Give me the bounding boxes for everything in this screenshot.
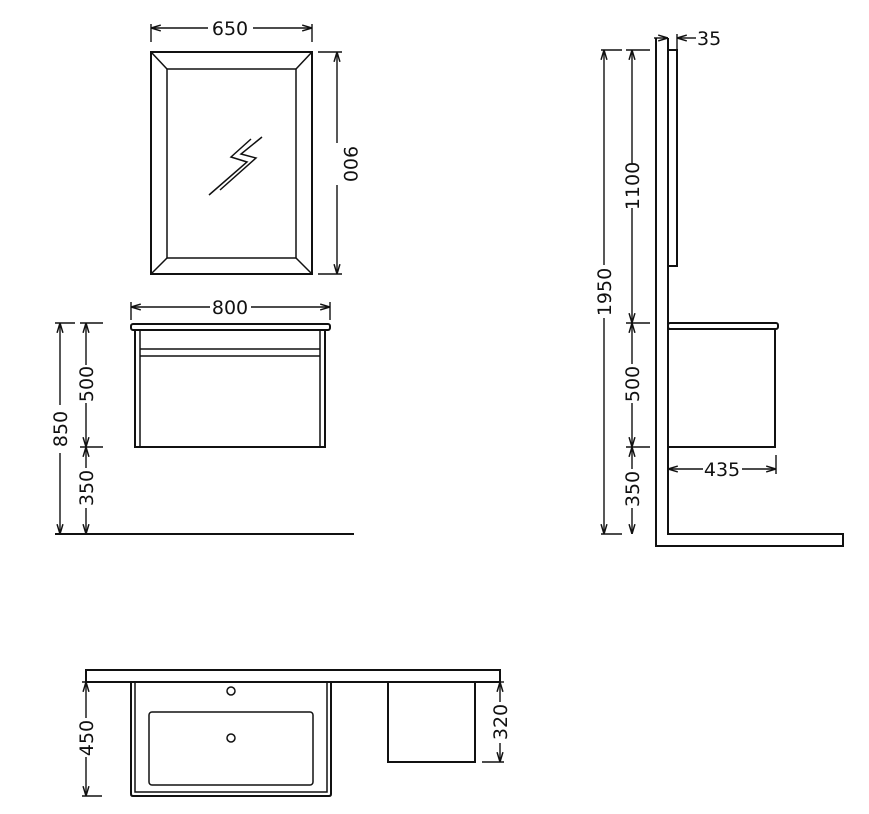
dimension-cabinet-height-500: 500 — [76, 322, 103, 448]
dimension-total-height-850: 850 — [50, 322, 75, 534]
side-elevation-view: 35 1950 1100 500 350 — [594, 28, 844, 547]
mirror-mount-height-label: 1100 — [622, 162, 644, 210]
dimension-mirror-depth: 35 — [654, 28, 721, 50]
dimension-mirror-width: 650 — [150, 18, 313, 42]
dimension-side-unit-depth: 320 — [482, 681, 512, 763]
dimension-floor-clearance-350: 350 — [76, 447, 98, 534]
dimension-mirror-height-1100: 1100 — [622, 49, 650, 324]
dimension-basin-depth: 450 — [76, 681, 102, 797]
mirror-outer-frame — [150, 51, 313, 275]
side-unit — [387, 681, 476, 763]
basin-depth-label: 450 — [76, 720, 98, 756]
dimension-cabinet-width: 800 — [130, 297, 331, 320]
mirror-profile — [667, 49, 678, 267]
cabinet-profile — [667, 328, 776, 448]
dimension-mirror-height: 900 — [318, 51, 361, 275]
side-unit-depth-label: 320 — [490, 704, 512, 740]
wall-and-floor — [655, 38, 844, 547]
dimension-cabinet-depth: 435 — [668, 455, 777, 481]
cabinet-height-label: 500 — [76, 366, 98, 402]
floor-clearance-label: 350 — [76, 470, 98, 506]
mirror-front-view: 650 900 — [150, 18, 361, 275]
tap-hole — [226, 686, 236, 696]
cabinet-width-label: 800 — [212, 297, 248, 319]
wall-plan — [85, 669, 501, 683]
dimension-side-cabinet-height: 500 — [622, 323, 650, 448]
drain-hole — [226, 733, 236, 743]
dimension-total-height-1950: 1950 — [594, 49, 622, 535]
total-height-label: 850 — [50, 411, 72, 447]
mirror-height-label: 900 — [339, 146, 361, 182]
dimension-side-floor-clearance: 350 — [622, 447, 644, 534]
mirror-glare-icon — [208, 136, 263, 196]
cabinet-front-view: 800 850 500 350 — [50, 297, 354, 535]
mirror-width-label: 650 — [212, 18, 248, 40]
cabinet-body — [134, 329, 326, 448]
top-plan-view: 450 320 — [76, 669, 512, 797]
side-floor-clearance-label: 350 — [622, 471, 644, 507]
cabinet-depth-label: 435 — [704, 459, 740, 481]
side-total-height-label: 1950 — [594, 268, 616, 316]
mirror-depth-label: 35 — [697, 28, 721, 50]
basin-outer — [130, 682, 332, 797]
side-cabinet-height-label: 500 — [622, 366, 644, 402]
basin-bowl — [148, 711, 314, 786]
mirror-glass — [166, 68, 297, 259]
